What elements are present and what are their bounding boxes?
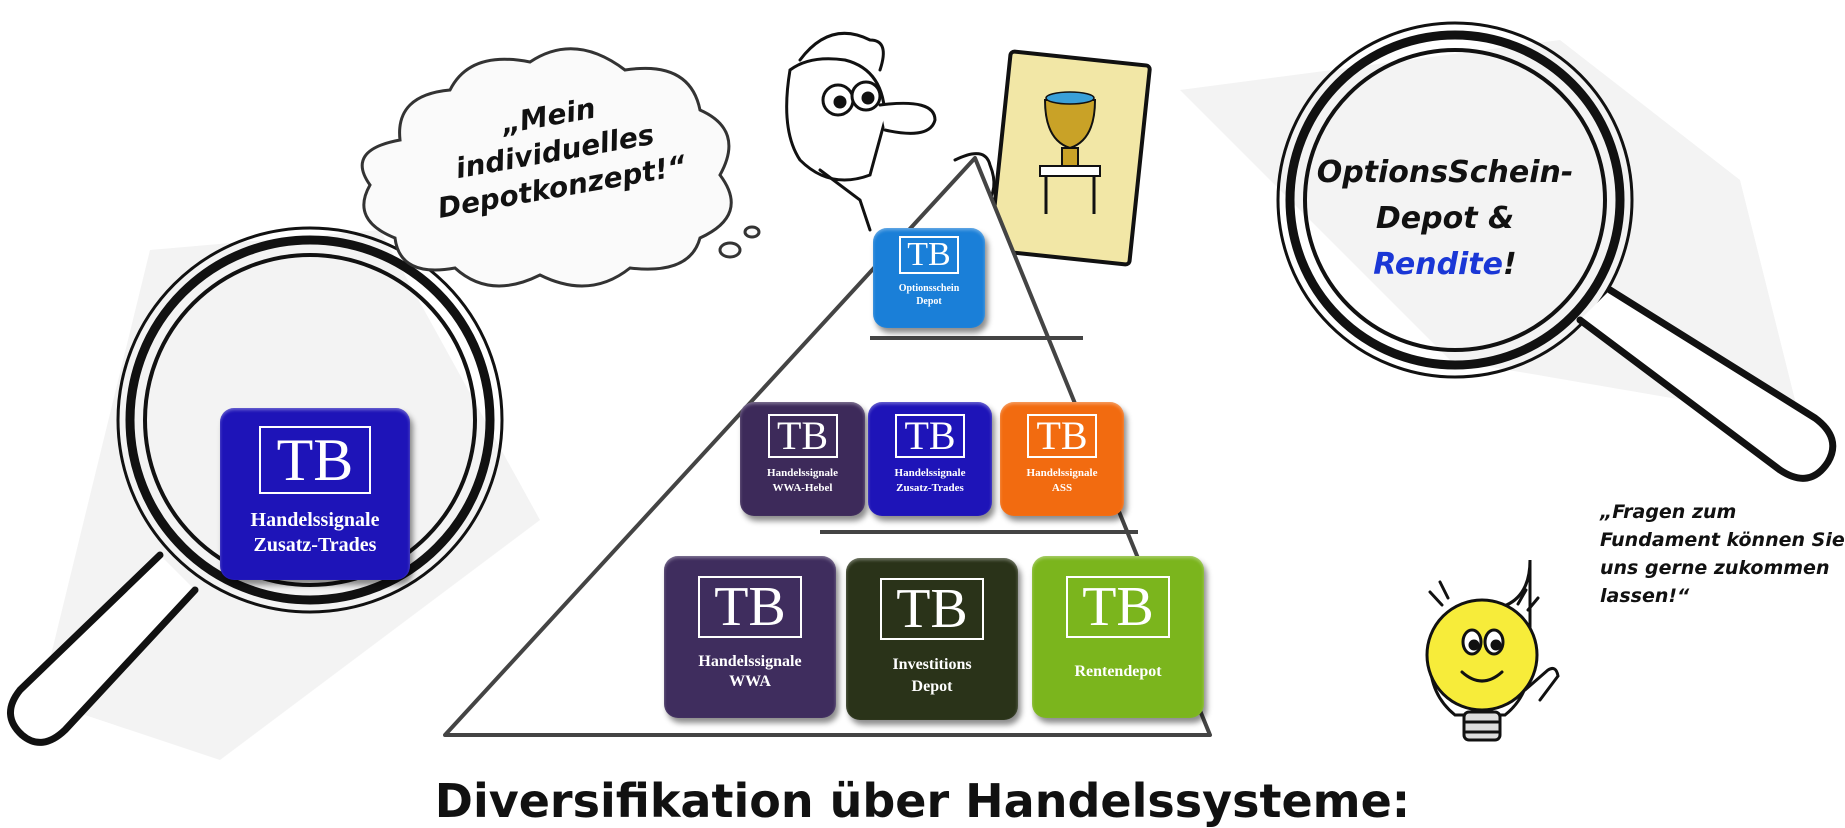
right-lens-suffix: ! (1503, 247, 1517, 282)
right-magnifier-icon (1276, 21, 1837, 482)
tb-logo: TB (767, 414, 838, 458)
tile-handelssignale-wwa: TB Handelssignale WWA (664, 556, 836, 718)
rendite-highlight: Rendite (1373, 247, 1504, 282)
right-lens-line3: Rendite! (1300, 242, 1590, 288)
lightbulb-icon (1425, 559, 1560, 742)
trophy-picture-icon (988, 49, 1152, 267)
tile-caption: Handelssignale WWA (698, 653, 802, 690)
tile-optionsschein-depot: TB Optionsschein Depot (873, 228, 985, 328)
tile-caption: Rentendepot (1074, 663, 1162, 680)
right-lens-text: OptionsSchein- Depot & Rendite! (1300, 150, 1590, 288)
tb-logo: TB (899, 236, 959, 274)
tile-caption: Optionsschein Depot (898, 283, 960, 307)
tile-handelssignale-wwa-hebel: TB Handelssignale WWA-Hebel (740, 402, 865, 516)
tb-logo: TB (895, 414, 965, 458)
cartoon-man-icon (785, 31, 996, 232)
tile-handelssignale-ass: TB Handelssignale ASS (1000, 402, 1124, 516)
tile-handelssignale-zusatz-trades: TB Handelssignale Zusatz-Trades (868, 402, 992, 516)
thought-cloud (360, 47, 761, 288)
tile-investitions-depot: TB Investitions Depot (846, 558, 1018, 720)
tb-logo: TB (698, 576, 802, 638)
page-heading: Diversifikation über Handelssysteme: (434, 774, 1411, 828)
right-lens-line2: Depot & (1375, 201, 1515, 236)
tile-caption: Handelssignale ASS (1026, 467, 1098, 494)
right-lens-line1: OptionsSchein- (1316, 155, 1574, 190)
tb-logo: TB (1066, 576, 1170, 638)
left-lens-tile: TB Handelssignale Zusatz-Trades (220, 408, 410, 580)
tb-logo: TB (1027, 414, 1097, 458)
tile-rentendepot: TB Rentendepot (1032, 556, 1204, 718)
tile-caption: Handelssignale Zusatz-Trades (250, 509, 380, 556)
tb-logo: TB (259, 426, 371, 494)
tile-caption: Handelssignale WWA-Hebel (767, 467, 838, 494)
tile-caption: Investitions Depot (892, 656, 972, 695)
bulb-speech-text: „Fragen zum Fundament können Sie uns ger… (1600, 501, 1845, 607)
tb-logo: TB (880, 578, 984, 640)
tile-caption: Handelssignale Zusatz-Trades (894, 467, 966, 494)
left-magnifier-icon (7, 226, 504, 746)
